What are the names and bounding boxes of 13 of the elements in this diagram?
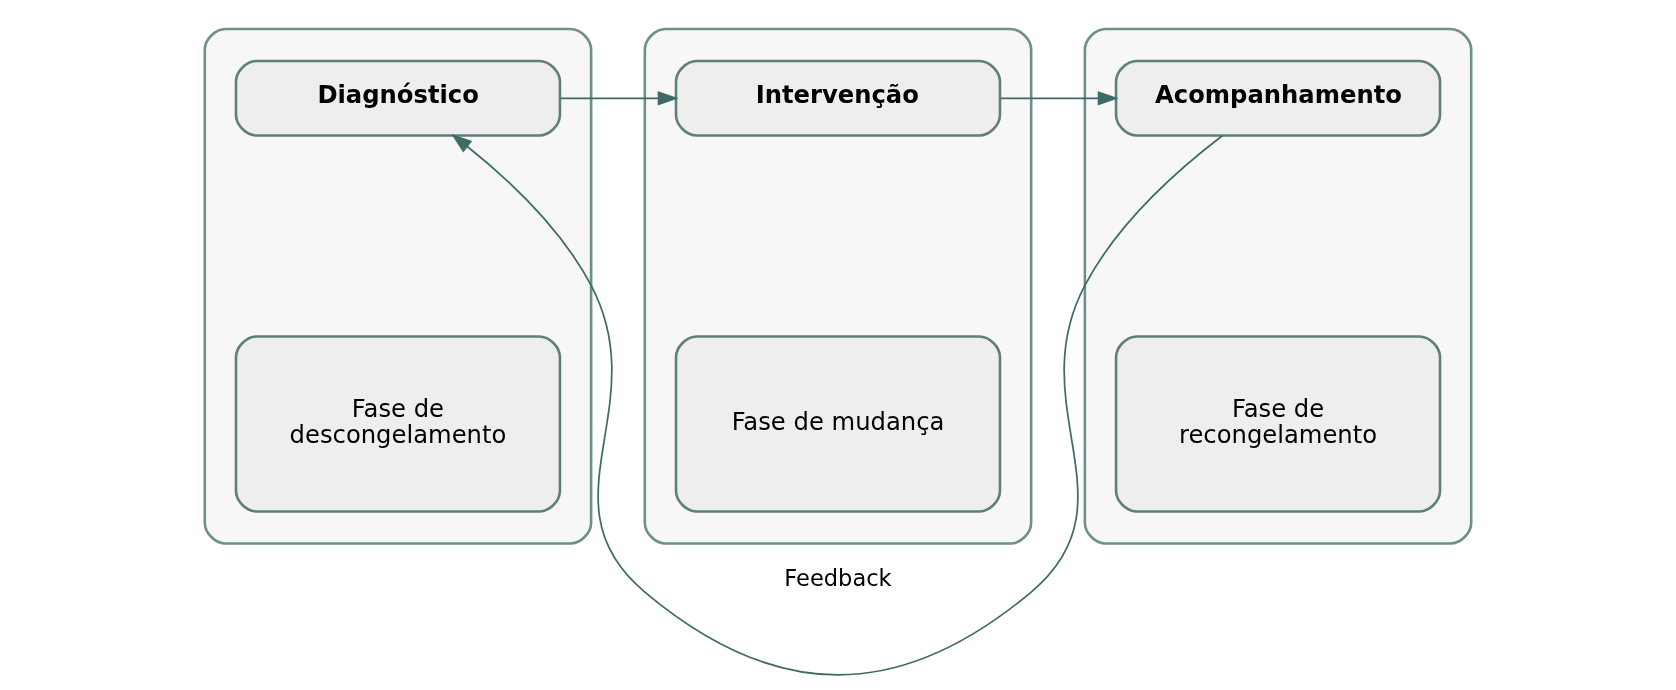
arrow bbox=[451, 133, 1224, 676]
node-box: Fase de mudança bbox=[674, 335, 1002, 513]
cluster bbox=[203, 27, 593, 545]
node-box: Acompanhamento bbox=[1114, 59, 1442, 137]
node-box: Diagnóstico bbox=[234, 59, 562, 137]
node-box: Intervenção bbox=[674, 59, 1002, 137]
node-box: Fase de descongelamento bbox=[234, 335, 562, 513]
arrow bbox=[559, 91, 679, 106]
node-box: Fase de recongelamento bbox=[1114, 335, 1442, 513]
cluster bbox=[1083, 27, 1473, 545]
arrow bbox=[999, 91, 1119, 106]
edge-label: Feedback bbox=[784, 564, 892, 591]
cluster bbox=[643, 27, 1033, 545]
